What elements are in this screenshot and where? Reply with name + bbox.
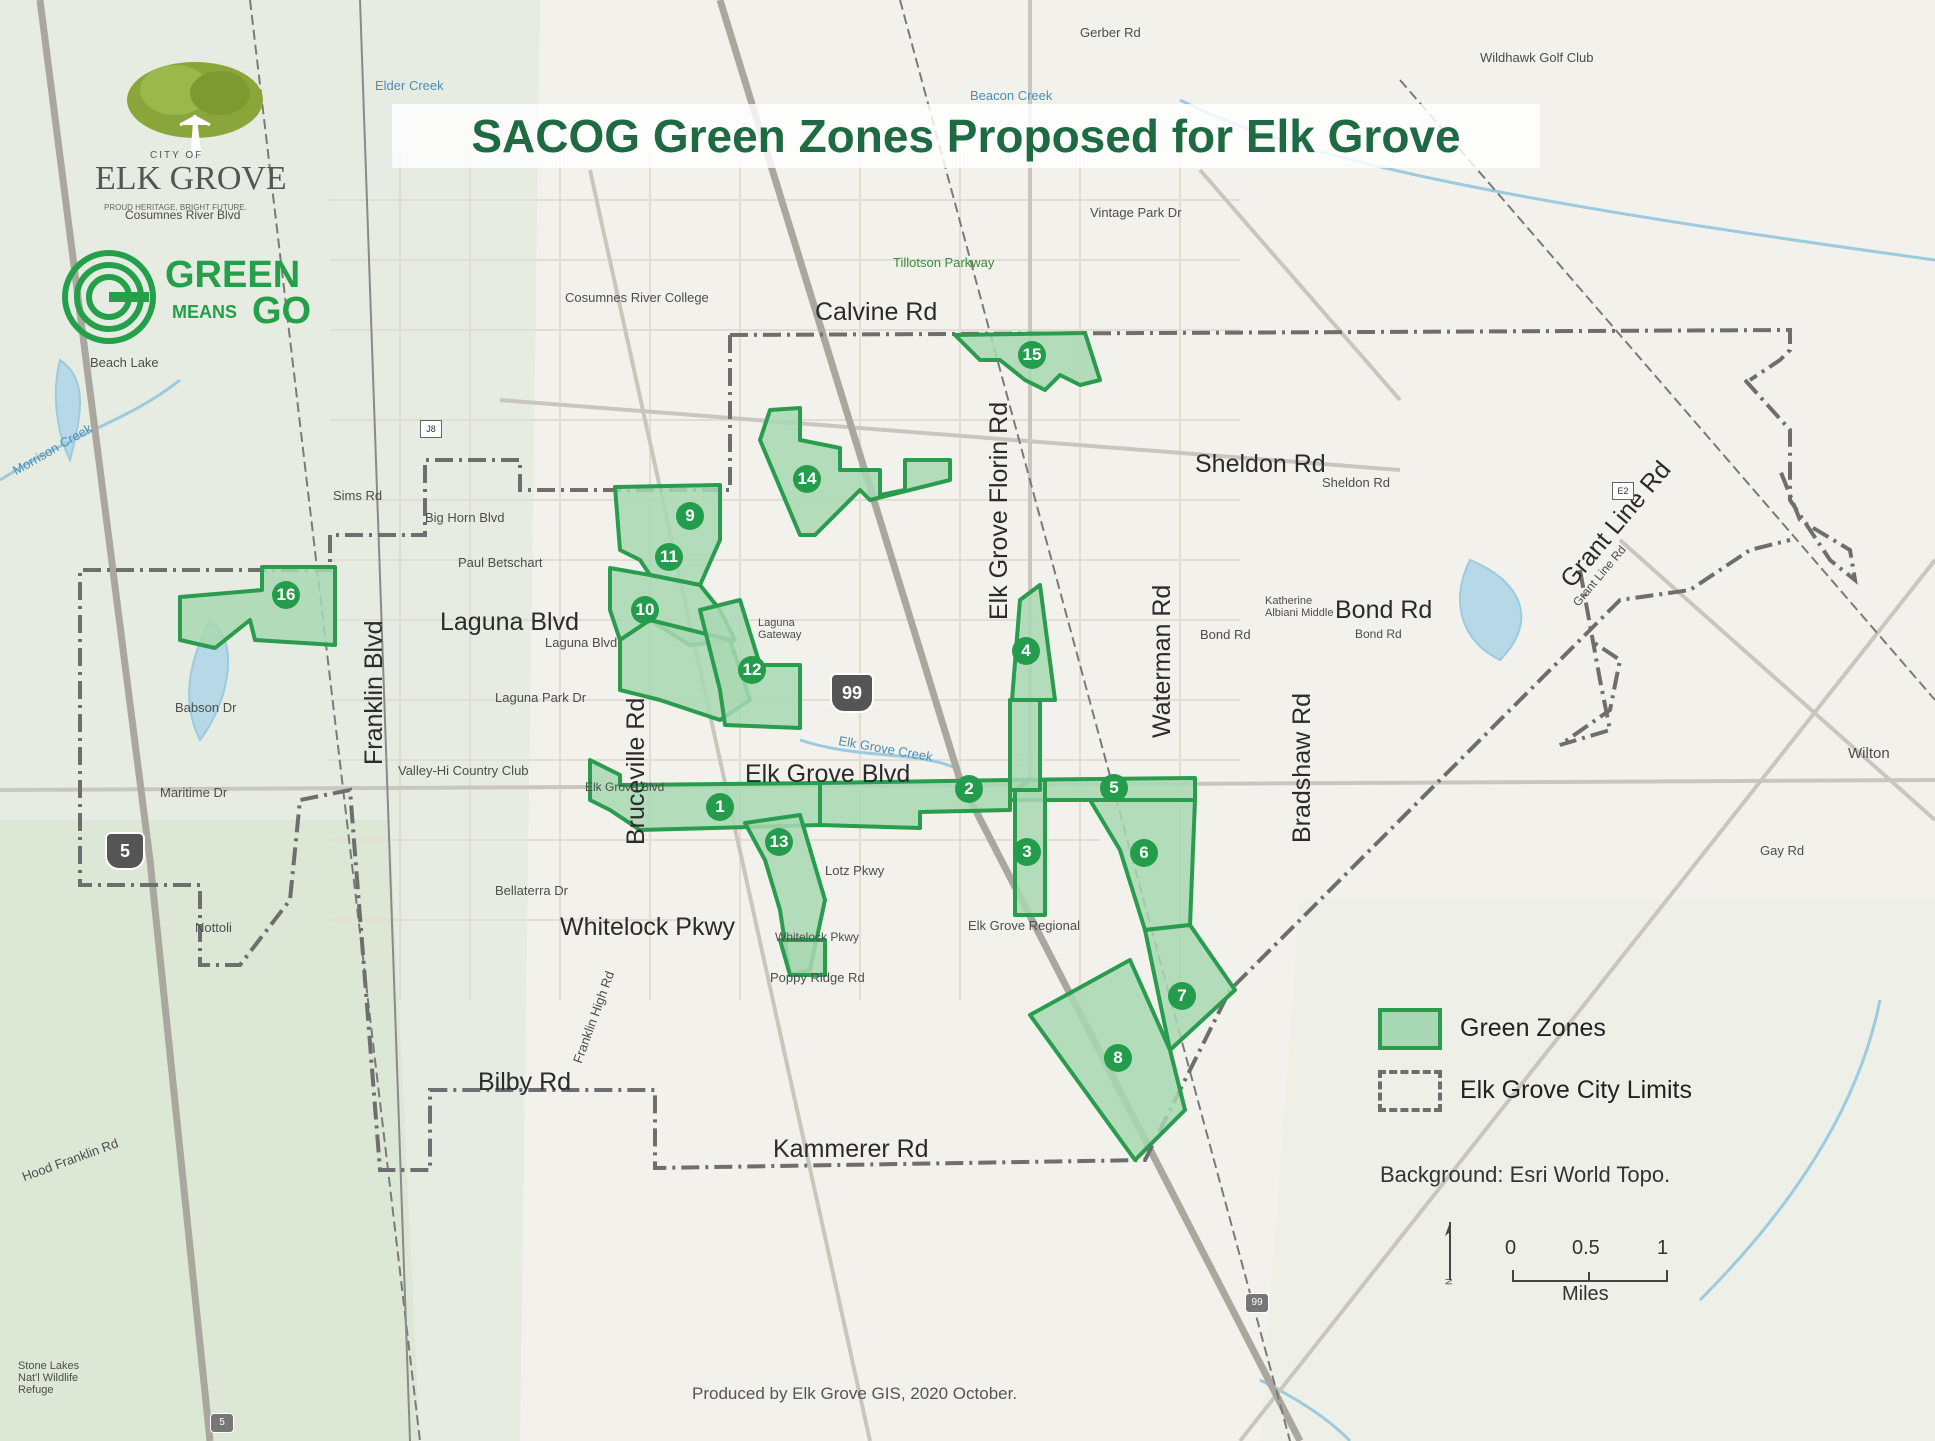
map-label: Bellaterra Dr: [495, 883, 568, 898]
legend-city-limits-label: Elk Grove City Limits: [1460, 1076, 1692, 1104]
zone-4-badge[interactable]: 4: [1012, 637, 1040, 665]
north-arrow-icon: N: [1444, 1222, 1454, 1286]
road-label: Bruceville Rd: [622, 697, 650, 845]
zone-14-badge[interactable]: 14: [793, 465, 821, 493]
zone-5-badge[interactable]: 5: [1100, 774, 1128, 802]
legend: Green Zones Elk Grove City Limits: [1370, 1000, 1770, 1210]
road-label: Franklin Blvd: [360, 620, 388, 766]
zone-11-badge[interactable]: 11: [655, 543, 683, 571]
map-label: Bond Rd: [1355, 627, 1402, 641]
legend-green-zones-swatch: [1378, 1008, 1442, 1050]
highway-shield-icon: 5: [210, 1413, 234, 1433]
road-label: Waterman Rd: [1148, 584, 1176, 738]
road-label: Bilby Rd: [478, 1068, 572, 1096]
map-label: Babson Dr: [175, 700, 237, 715]
zone-3-badge[interactable]: 3: [1013, 838, 1041, 866]
map-label: Gay Rd: [1760, 843, 1805, 858]
zone-2-badge[interactable]: 2: [955, 775, 983, 803]
zone-12-badge[interactable]: 12: [738, 656, 766, 684]
map-title: SACOG Green Zones Proposed for Elk Grove: [392, 104, 1540, 168]
zone-1-badge[interactable]: 1: [706, 793, 734, 821]
road-label: Whitelock Pkwy: [560, 913, 736, 941]
map-label: Vintage Park Dr: [1090, 205, 1182, 220]
scale-tick-0-5: 0.5: [1572, 1237, 1600, 1259]
map-label: Sims Rd: [333, 488, 383, 503]
map-label: Wildhawk Golf Club: [1480, 50, 1594, 65]
map-label: Wilton: [1848, 745, 1890, 762]
highway-number: 99: [1251, 1297, 1263, 1308]
map-label: Whitelock Pkwy: [775, 930, 860, 944]
map-label: Beach Lake: [90, 355, 159, 370]
oak-tree-logo-icon: [127, 62, 263, 155]
svg-text:N: N: [1444, 1279, 1454, 1286]
highway-number: 99: [841, 683, 863, 703]
scale-tick-0: 0: [1505, 1237, 1517, 1259]
background-note: Background: Esri World Topo.: [1380, 1162, 1671, 1187]
zone-6-badge[interactable]: 6: [1130, 839, 1158, 867]
map-label: Laguna Park Dr: [495, 690, 587, 705]
road-label: Elk Grove Blvd: [745, 760, 911, 788]
map-label: Valley-Hi Country Club: [398, 763, 529, 778]
legend-green-zones-label: Green Zones: [1460, 1014, 1606, 1042]
map-label: Tillotson Parkway: [893, 255, 995, 270]
highway-number: J8: [426, 424, 436, 434]
road-label: Sheldon Rd: [1195, 450, 1326, 478]
map-label: Laguna Blvd: [545, 635, 618, 650]
city-logo-small: CITY OF: [150, 150, 204, 161]
gmg-line1: GREEN: [165, 254, 301, 296]
map-label: Poppy Ridge Rd: [770, 970, 865, 985]
highway-number: 5: [219, 1417, 225, 1428]
map-label: Lotz Pkwy: [825, 863, 885, 878]
scale-tick-1: 1: [1657, 1237, 1669, 1259]
map-label: Elk Grove Blvd: [585, 780, 665, 794]
map-label: Big Horn Blvd: [425, 510, 505, 525]
zone-16-badge[interactable]: 16: [272, 581, 300, 609]
road-label: Bond Rd: [1335, 596, 1433, 624]
zone-13-badge[interactable]: 13: [765, 828, 793, 856]
road-label: Bradshaw Rd: [1288, 692, 1316, 843]
map-label: Bond Rd: [1200, 627, 1251, 642]
highway-shield-icon: 5: [105, 832, 145, 870]
map-label: Beacon Creek: [970, 88, 1053, 103]
green-means-go-logo-icon: [62, 250, 156, 344]
city-logo-tagline: PROUD HERITAGE, BRIGHT FUTURE.: [104, 203, 247, 212]
highway-shield-icon: E2: [1612, 482, 1634, 500]
zone-15-badge[interactable]: 15: [1018, 341, 1046, 369]
map-label: Cosumnes River Blvd: [125, 208, 241, 222]
map-label: Maritime Dr: [160, 785, 228, 800]
scale-unit: Miles: [1562, 1283, 1609, 1305]
gmg-line2b: GO: [252, 290, 312, 332]
zone-10-badge[interactable]: 10: [631, 596, 659, 624]
credit: Produced by Elk Grove GIS, 2020 October.: [692, 1384, 1018, 1403]
highway-shield-icon: 99: [1245, 1293, 1269, 1313]
highway-shield-icon: J8: [420, 420, 442, 438]
map-label: Elk Grove Regional: [968, 918, 1080, 933]
zone-9-badge[interactable]: 9: [676, 502, 704, 530]
map-label: Elder Creek: [375, 78, 444, 93]
map-label: Katherine Albiani Middle: [1265, 595, 1334, 619]
map-label: Cosumnes River College: [565, 290, 709, 305]
highway-shield-icon: 99: [830, 673, 874, 713]
map-label: Laguna Gateway: [758, 617, 802, 641]
road-label: Calvine Rd: [815, 298, 938, 326]
scale-bar-mid-tick: [1588, 1272, 1590, 1282]
scale-bar: [1512, 1270, 1668, 1282]
map-label: Paul Betschart: [458, 555, 543, 570]
gmg-line2a: MEANS: [172, 302, 238, 322]
map-label: Sheldon Rd: [1322, 475, 1390, 490]
road-label: Laguna Blvd: [440, 608, 580, 636]
road-label: Kammerer Rd: [773, 1135, 929, 1163]
zone-8-badge[interactable]: 8: [1104, 1044, 1132, 1072]
highway-number: 5: [119, 841, 130, 861]
zone-7-badge[interactable]: 7: [1168, 982, 1196, 1010]
road-label: Elk Grove Florin Rd: [985, 401, 1013, 620]
map-label: Gerber Rd: [1080, 25, 1141, 40]
city-logo-name: ELK GROVE: [95, 160, 287, 197]
legend-city-limits-swatch: [1378, 1070, 1442, 1112]
map-label: Nottoli: [195, 920, 232, 935]
map-label: Stone Lakes Nat'l Wildlife Refuge: [18, 1360, 80, 1396]
highway-number: E2: [1617, 486, 1629, 496]
